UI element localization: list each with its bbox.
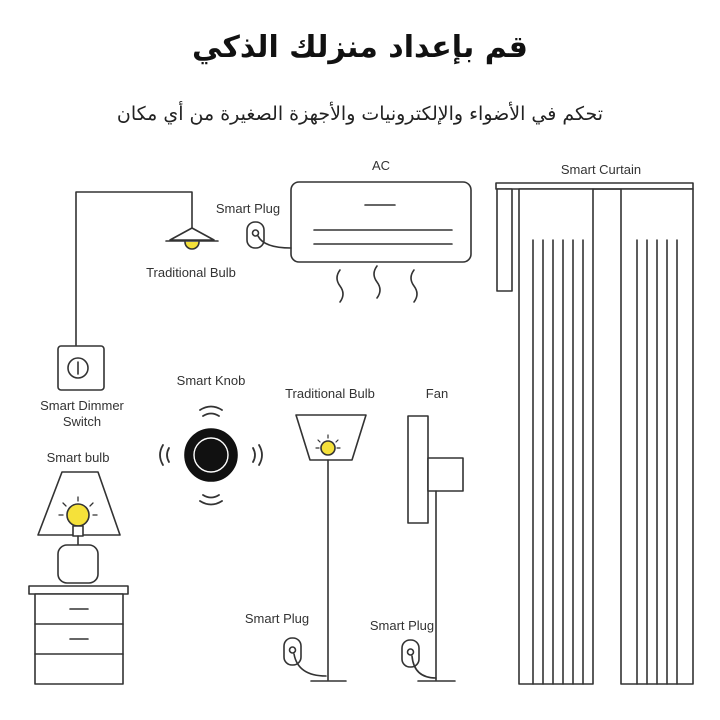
traditional-bulb-floor-label: Traditional Bulb [285, 386, 375, 401]
page-subtitle: تحكم في الأضواء والإلكترونيات والأجهزة ا… [116, 103, 604, 125]
floor-lamp-icon [295, 414, 367, 682]
traditional-bulb-ceiling-label: Traditional Bulb [146, 265, 236, 280]
air-conditioner-icon [290, 181, 472, 303]
smart-plug-ac-icon [246, 221, 292, 249]
smart-dimmer-switch-label-line1: Smart Dimmer [40, 398, 124, 413]
smart-bulb-label: Smart bulb [47, 450, 110, 465]
smart-knob-label: Smart Knob [177, 373, 246, 388]
smart-dimmer-switch-icon [57, 345, 105, 391]
smart-plug-fan-icon [401, 639, 437, 679]
ceiling-lamp-wiring [75, 191, 193, 346]
smart-dimmer-switch-label-line2: Switch [63, 414, 101, 429]
smart-curtain-icon [495, 182, 694, 685]
smart-curtain-label: Smart Curtain [561, 162, 641, 177]
pendant-lamp-icon [165, 227, 219, 250]
ac-label: AC [372, 158, 390, 173]
table-lamp-icon [37, 471, 121, 584]
page-title: قم بإعداد منزلك الذكي [192, 30, 528, 65]
nightstand-icon [28, 585, 129, 685]
smart-knob-icon [184, 428, 238, 482]
smart-plug-floor-lamp-label: Smart Plug [245, 611, 309, 626]
smart-plug-floor-lamp-icon [283, 637, 327, 677]
smart-plug-fan-label: Smart Plug [370, 618, 434, 633]
fan-icon [407, 415, 464, 682]
fan-label: Fan [426, 386, 448, 401]
wireless-signal-icon [159, 405, 263, 506]
smart-plug-ac-label: Smart Plug [216, 201, 280, 216]
